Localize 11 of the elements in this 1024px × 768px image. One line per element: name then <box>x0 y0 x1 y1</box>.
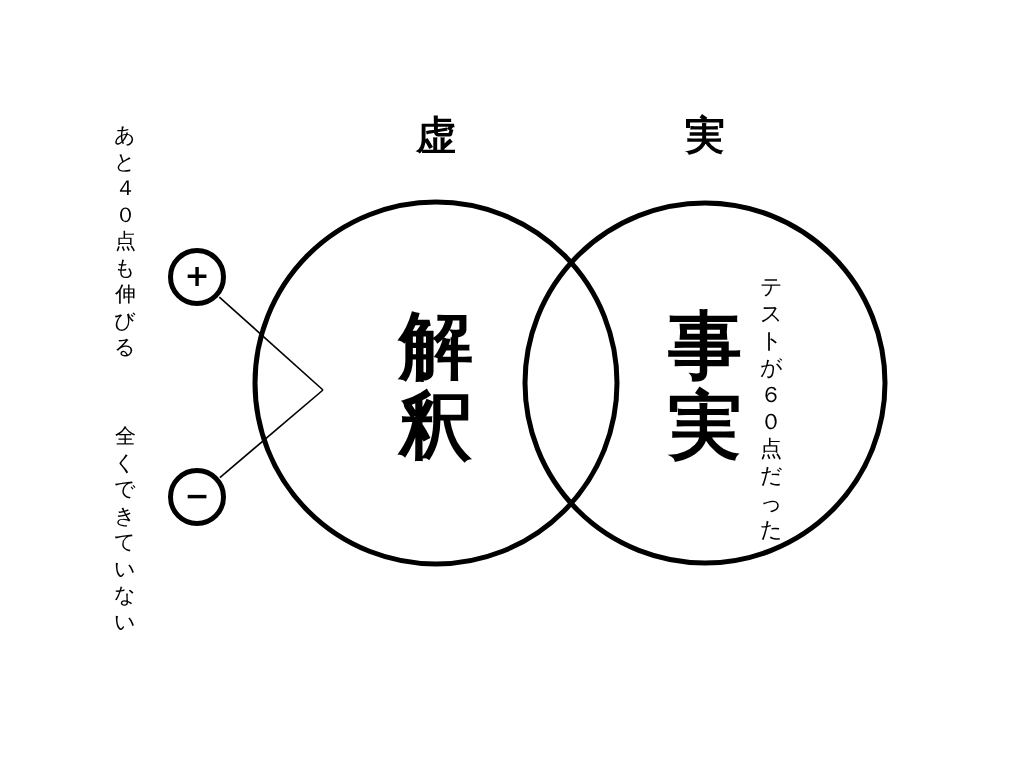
circle-heading: 実 <box>684 111 726 160</box>
circle-heading: 虚 <box>415 111 457 160</box>
sign-circle: − <box>168 468 226 526</box>
connector-line <box>219 389 324 479</box>
sign-circle: + <box>168 248 226 306</box>
circle-label: 解釈 <box>396 305 474 465</box>
circle-label: 事実 <box>667 305 743 465</box>
vertical-caption: あと４０点も伸びる <box>113 122 137 361</box>
vertical-caption: 全くできていない <box>113 423 137 635</box>
connector-line <box>218 296 324 391</box>
vertical-caption: テストが６０点だった <box>758 273 784 543</box>
